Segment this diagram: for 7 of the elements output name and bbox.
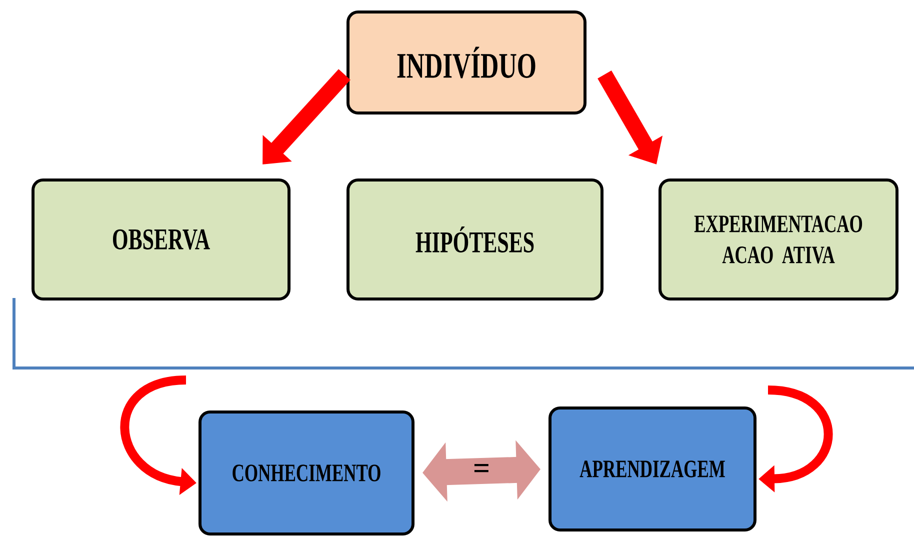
- step-box: OBSERVA: [32, 178, 290, 300]
- block-arrow: [262, 69, 350, 164]
- result-box: CONHECIMENTO: [198, 410, 414, 536]
- role-box: INDIVÍDUO: [346, 10, 586, 114]
- step-box: HIPÓTESES: [346, 178, 604, 300]
- result-box: APRENDIZAGEM: [548, 406, 756, 532]
- step-box: EXPERIMENTACAO ACAO ATIVA: [658, 178, 898, 300]
